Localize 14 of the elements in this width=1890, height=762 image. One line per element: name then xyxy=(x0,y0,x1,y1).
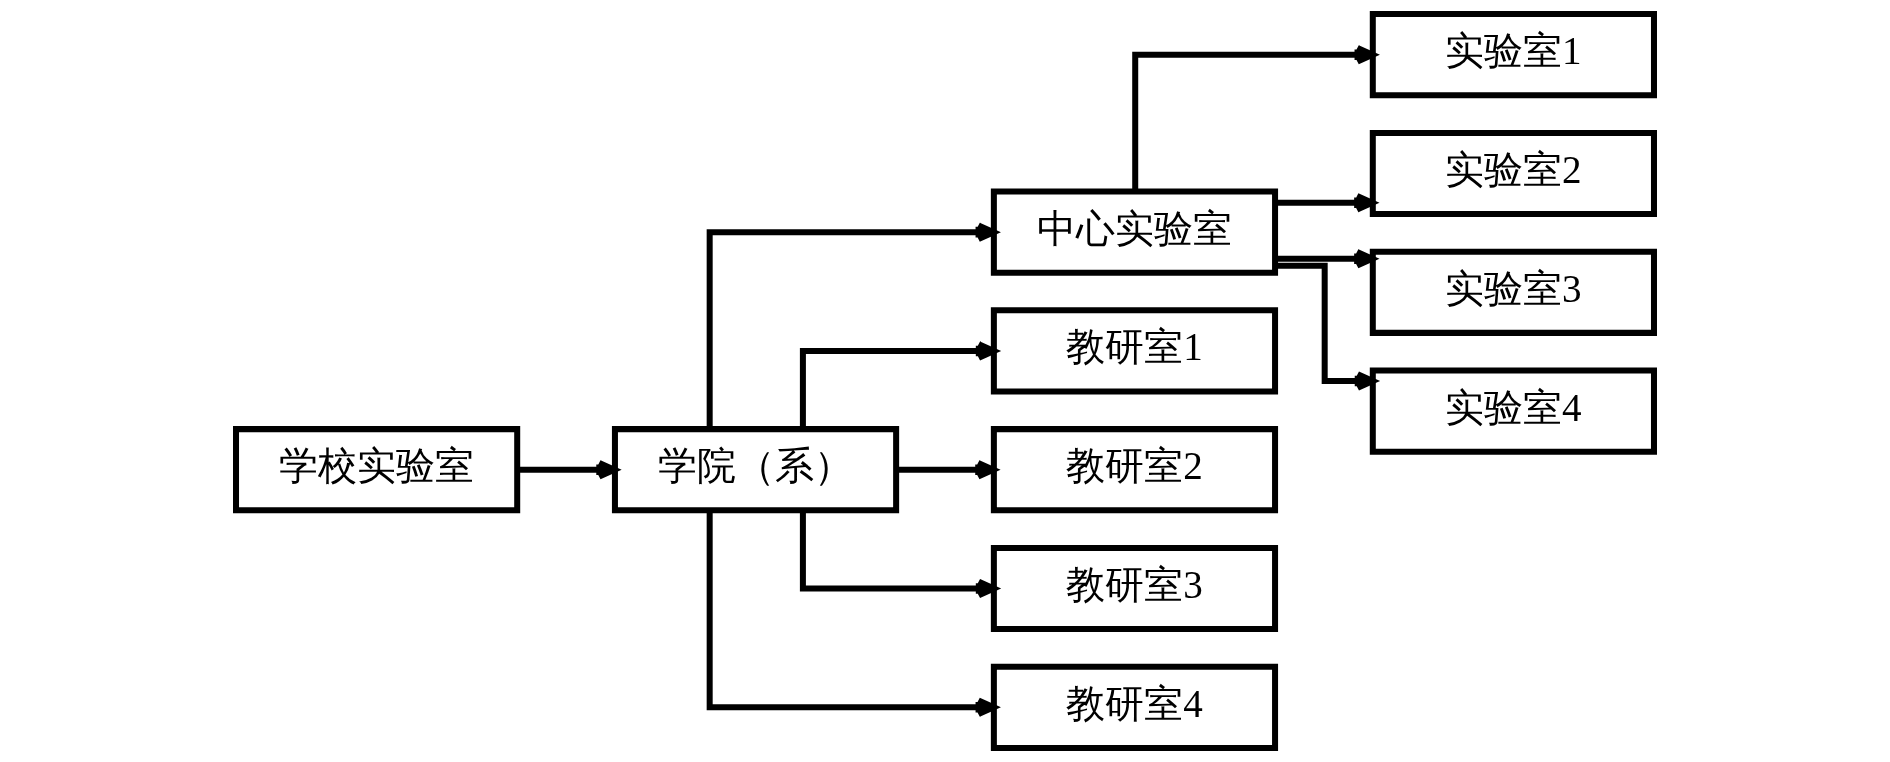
node-box: 学院（系） xyxy=(611,426,900,514)
node-box: 实验室1 xyxy=(1369,11,1657,99)
arrow xyxy=(1275,262,1377,391)
node-box: 教研室1 xyxy=(990,307,1279,395)
node-box: 学校实验室 xyxy=(233,426,521,514)
arrow xyxy=(799,510,998,599)
node-box: 教研室2 xyxy=(990,426,1279,514)
node-box: 教研室4 xyxy=(990,663,1279,751)
node-box: 实验室4 xyxy=(1369,367,1657,455)
node-box: 教研室3 xyxy=(990,544,1279,633)
arrow xyxy=(799,341,998,429)
node-box: 中心实验室 xyxy=(990,188,1279,276)
node-box: 实验室3 xyxy=(1369,248,1657,336)
node-box: 实验室2 xyxy=(1369,129,1657,218)
